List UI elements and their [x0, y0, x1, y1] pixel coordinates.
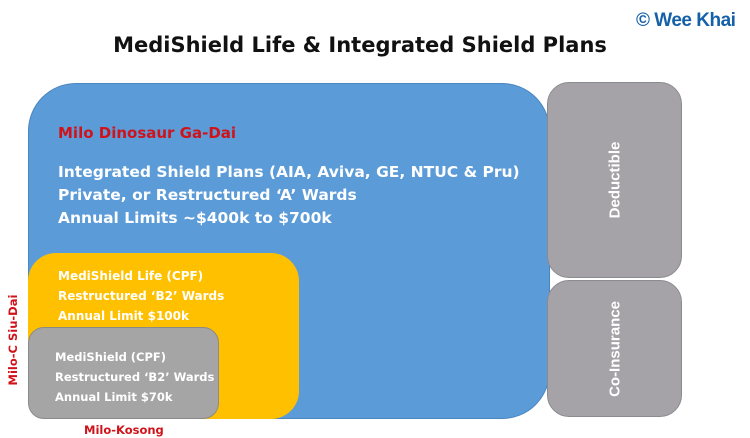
- gray-line: MediShield (CPF): [55, 350, 167, 364]
- medishield-box: [28, 327, 219, 419]
- co-insurance-box: Co-Insurance: [547, 280, 682, 417]
- diagram-title: MediShield Life & Integrated Shield Plan…: [113, 33, 607, 57]
- blue-line: Integrated Shield Plans (AIA, Aviva, GE,…: [58, 163, 520, 181]
- milo-c-siu-dai-label: Milo-C Siu-Dai: [6, 294, 20, 386]
- watermark: © Wee Khai: [636, 10, 736, 31]
- gray-line: Annual Limit $70k: [55, 390, 173, 404]
- deductible-label: Deductible: [606, 141, 623, 219]
- co-insurance-label: Co-Insurance: [606, 300, 623, 397]
- milo-dinosaur-label: Milo Dinosaur Ga-Dai: [58, 124, 237, 142]
- gray-line: Restructured ‘B2’ Wards: [55, 370, 215, 384]
- blue-line: Annual Limits ~$400k to $700k: [58, 209, 332, 227]
- milo-kosong-label: Milo-Kosong: [84, 423, 164, 437]
- deductible-box: Deductible: [547, 82, 682, 278]
- blue-line: Private, or Restructured ‘A’ Wards: [58, 186, 357, 204]
- yellow-line: MediShield Life (CPF): [58, 269, 204, 283]
- yellow-line: Annual Limit $100k: [58, 309, 189, 323]
- yellow-line: Restructured ‘B2’ Wards: [58, 289, 225, 303]
